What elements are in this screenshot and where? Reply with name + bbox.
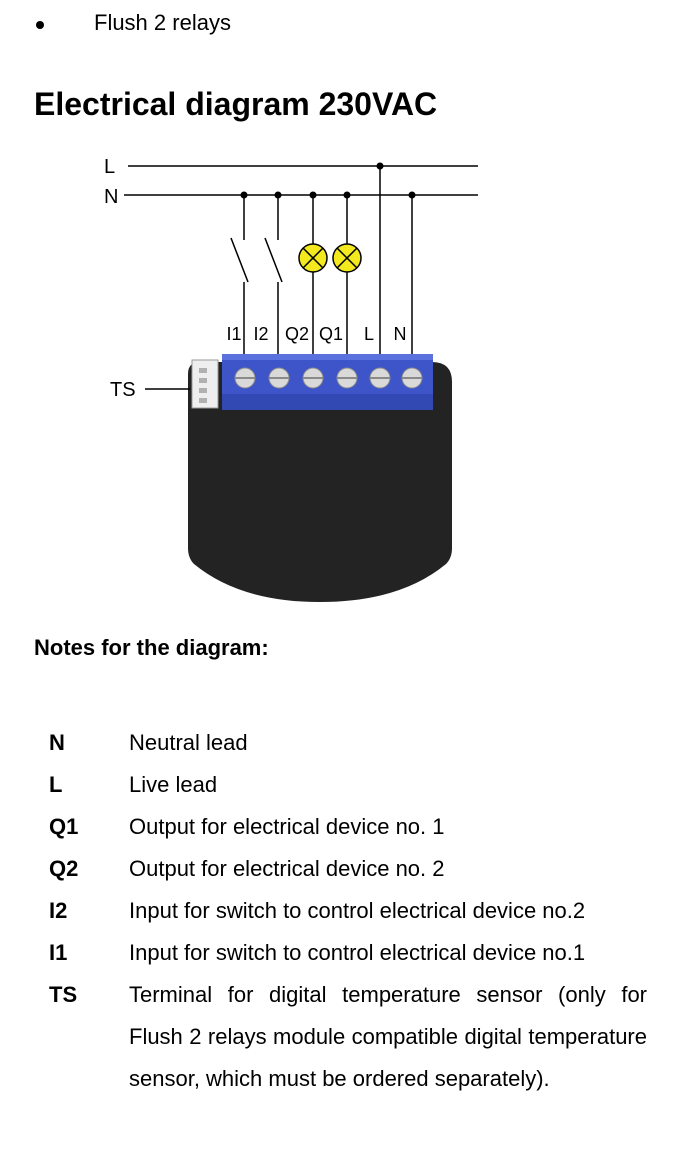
terminal-label-i2: I2	[253, 324, 268, 344]
supply-label-neutral: N	[104, 186, 118, 208]
note-term: Q1	[49, 814, 79, 839]
note-description: Terminal for digital temperature sensor …	[129, 982, 647, 1091]
section-heading: Electrical diagram 230VAC	[34, 86, 438, 122]
note-term: I1	[49, 940, 68, 965]
note-term: TS	[49, 982, 78, 1007]
supply-label-live: L	[104, 156, 115, 178]
module-body	[188, 362, 452, 602]
lamp-q1	[332, 195, 362, 358]
note-item: I1 Input for switch to control electrica…	[0, 932, 688, 974]
note-description: Neutral lead	[129, 730, 248, 755]
switch-i2	[264, 195, 283, 358]
note-term: N	[49, 730, 65, 755]
junction-dots	[240, 162, 416, 199]
bullet-dot-icon	[36, 21, 44, 29]
note-item: TS Terminal for digital temperature sens…	[0, 974, 688, 1100]
terminal-label-q2: Q2	[285, 324, 309, 344]
bullet-item: Flush 2 relays	[0, 6, 688, 40]
note-term: I2	[49, 898, 68, 923]
note-description: Live lead	[129, 772, 218, 797]
sensor-label: TS	[110, 379, 136, 401]
switch-i1	[230, 195, 249, 358]
note-description: Output for electrical device no. 1	[129, 814, 445, 839]
notes-heading: Notes for the diagram:	[34, 635, 269, 660]
note-description: Input for switch to control electrical d…	[129, 940, 586, 965]
terminal-label-l: L	[364, 324, 374, 344]
lamp-q2	[298, 195, 328, 358]
terminal-label-i1: I1	[226, 324, 241, 344]
note-description: Input for switch to control electrical d…	[129, 898, 586, 923]
terminal-labels: I1 I2 Q2 Q1 L N	[226, 324, 406, 344]
terminal-label-q1: Q1	[319, 324, 343, 344]
note-term: Q2	[49, 856, 79, 881]
notes-list: N Neutral lead L Live lead Q1 Output for…	[0, 722, 688, 1100]
note-item: L Live lead	[0, 764, 688, 806]
note-item: I2 Input for switch to control electrica…	[0, 890, 688, 932]
note-description: Output for electrical device no. 2	[129, 856, 445, 881]
note-item: Q1 Output for electrical device no. 1	[0, 806, 688, 848]
bullet-text: Flush 2 relays	[94, 10, 231, 35]
wiring-diagram-svg: L N	[104, 156, 478, 602]
note-item: N Neutral lead	[0, 722, 688, 764]
terminal-label-n: N	[394, 324, 407, 344]
wiring-diagram: L N	[0, 140, 688, 610]
note-item: Q2 Output for electrical device no. 2	[0, 848, 688, 890]
note-term: L	[49, 772, 63, 797]
terminal-screws	[234, 367, 423, 389]
